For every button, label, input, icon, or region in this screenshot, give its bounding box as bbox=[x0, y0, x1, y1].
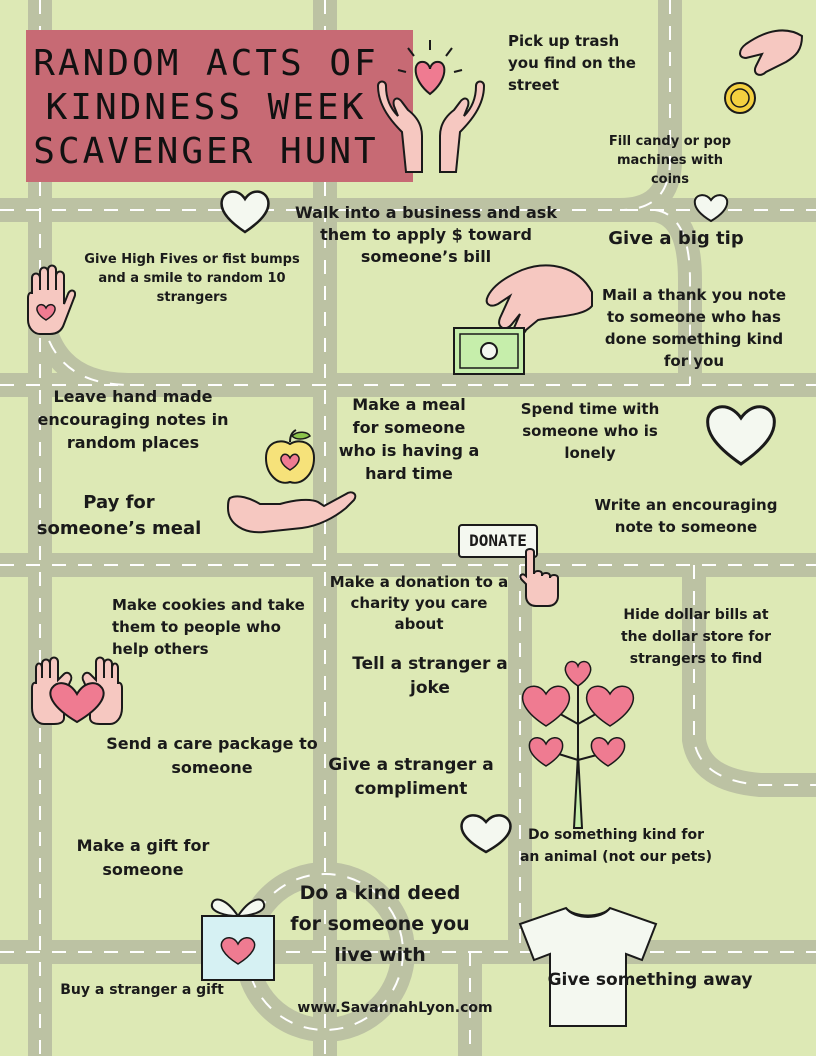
title-banner bbox=[26, 30, 413, 182]
heart-hands-icon bbox=[376, 40, 486, 173]
heart-hands-pair-icon bbox=[31, 656, 123, 725]
act-hand-made-notes: Leave hand made encouraging notes in ran… bbox=[37, 387, 229, 452]
act-care-package: Send a care package to someone bbox=[106, 734, 318, 777]
act-spend-time: Spend time with someone who is lonely bbox=[520, 400, 660, 462]
title-line-3: SCAVENGER HUNT bbox=[33, 131, 379, 172]
heart-icon bbox=[693, 194, 729, 223]
high-five-hand-icon bbox=[27, 264, 76, 335]
act-cookies: Make cookies and take them to people who… bbox=[112, 596, 305, 658]
act-give-away: Give something away bbox=[547, 970, 753, 990]
act-encouraging-note: Write an encouraging note to someone bbox=[594, 496, 778, 536]
t-shirt-icon bbox=[518, 906, 658, 1027]
act-pick-up-trash: Pick up trash you find on the street bbox=[508, 32, 636, 94]
coin-hand-icon bbox=[724, 29, 804, 114]
page-title: RANDOM ACTS OF KINDNESS WEEK SCAVENGER H… bbox=[26, 42, 386, 174]
act-walk-into-business: Walk into a business and ask them to app… bbox=[295, 203, 557, 266]
apple-heart-icon bbox=[264, 429, 316, 484]
act-give-big-tip: Give a big tip bbox=[608, 228, 744, 249]
act-animal: Do something kind for an animal (not our… bbox=[519, 827, 713, 865]
heart-icon bbox=[460, 814, 512, 854]
act-kind-deed: Do a kind deed for someone you live with bbox=[290, 882, 470, 966]
open-hand-icon bbox=[226, 491, 357, 534]
act-fill-candy-machines: Fill candy or pop machines with coins bbox=[608, 134, 732, 187]
heart-icon bbox=[706, 405, 776, 466]
act-mail-thank-you: Mail a thank you note to someone who has… bbox=[601, 286, 787, 370]
act-buy-gift: Buy a stranger a gift bbox=[60, 982, 224, 998]
heart-tree-icon bbox=[521, 660, 635, 829]
act-pay-meal: Pay for someone’s meal bbox=[36, 492, 202, 539]
act-hide-dollars: Hide dollar bills at the dollar store fo… bbox=[620, 607, 772, 667]
money-hand-icon bbox=[453, 264, 593, 375]
act-joke: Tell a stranger a joke bbox=[352, 654, 508, 698]
heart-icon bbox=[220, 190, 270, 234]
act-gift-for-someone: Make a gift for someone bbox=[76, 836, 210, 879]
act-donation: Make a donation to a charity you care ab… bbox=[329, 573, 509, 633]
donate-sign: DONATE bbox=[458, 524, 538, 558]
act-high-fives: Give High Fives or fist bumps and a smil… bbox=[84, 252, 300, 305]
donate-finger-icon bbox=[519, 548, 559, 607]
act-compliment: Give a stranger a compliment bbox=[328, 755, 494, 799]
website-link[interactable]: www.SavannahLyon.com bbox=[297, 1000, 493, 1016]
act-make-meal: Make a meal for someone who is having a … bbox=[338, 395, 480, 483]
title-line-2: KINDNESS WEEK bbox=[45, 87, 367, 128]
title-line-1: RANDOM ACTS OF bbox=[33, 43, 379, 84]
gift-box-icon bbox=[201, 898, 275, 981]
